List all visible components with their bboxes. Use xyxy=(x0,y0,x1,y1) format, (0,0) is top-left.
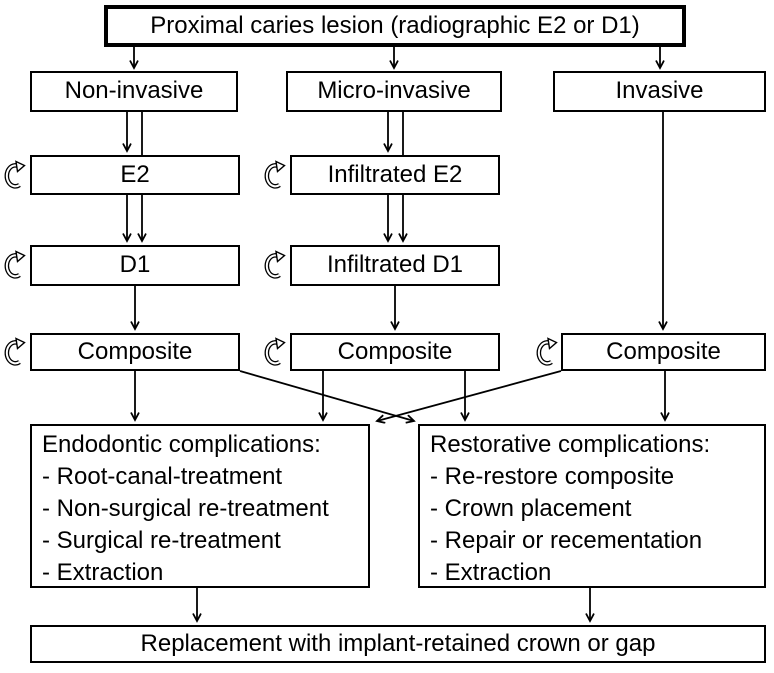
branch-micro-invasive: Micro-invasive xyxy=(286,71,502,112)
endodontic-item: - Root-canal-treatment xyxy=(42,463,283,490)
stage-infiltrated-d1: Infiltrated D1 xyxy=(290,245,500,286)
stage-infiltrated-e2: Infiltrated E2 xyxy=(290,155,500,195)
stage-e2-label: E2 xyxy=(120,160,150,188)
arrows-group xyxy=(127,47,665,621)
endodontic-complications-box: Endodontic complications: - Root-canal-t… xyxy=(30,424,370,588)
stage-infiltrated-d1-label: Infiltrated D1 xyxy=(326,251,464,279)
restorative-item: - Crown placement xyxy=(430,495,632,522)
repeat-icon xyxy=(267,162,285,187)
arrow-composite-right-to-endodontic-diagonal xyxy=(377,370,562,421)
endodontic-title: Endodontic complications: xyxy=(42,431,321,458)
repeat-icon xyxy=(267,339,285,364)
stage-d1: D1 xyxy=(30,245,240,286)
stage-composite-middle: Composite xyxy=(290,333,500,371)
stage-composite-right: Composite xyxy=(561,333,766,371)
stage-infiltrated-e2-label: Infiltrated E2 xyxy=(327,160,463,188)
outcome-node-label: Replacement with implant-retained crown … xyxy=(140,629,656,657)
endodontic-item: - Non-surgical re-treatment xyxy=(42,495,329,522)
repeat-icon xyxy=(539,339,557,364)
branch-micro-invasive-label: Micro-invasive xyxy=(317,77,471,105)
stage-composite-right-label: Composite xyxy=(606,337,721,365)
root-node: Proximal caries lesion (radiographic E2 … xyxy=(104,5,686,47)
branch-invasive: Invasive xyxy=(553,71,766,112)
branch-invasive-label: Invasive xyxy=(615,77,704,105)
restorative-item: - Repair or recementation xyxy=(430,527,703,554)
stage-composite-middle-label: Composite xyxy=(337,337,453,365)
arrow-composite-left-to-restorative-diagonal xyxy=(239,370,414,421)
repeat-icon xyxy=(267,252,285,277)
branch-non-invasive-label: Non-invasive xyxy=(64,77,204,105)
endodontic-item: - Surgical re-treatment xyxy=(42,527,281,554)
restorative-item: - Re-restore composite xyxy=(430,463,675,490)
repeat-icon xyxy=(7,339,25,364)
stage-composite-left: Composite xyxy=(30,333,240,371)
stage-e2: E2 xyxy=(30,155,240,195)
outcome-node: Replacement with implant-retained crown … xyxy=(30,625,766,663)
restorative-complications-box: Restorative complications: - Re-restore … xyxy=(418,424,766,588)
stage-d1-label: D1 xyxy=(119,251,151,279)
repeat-icon xyxy=(7,252,25,277)
root-node-label: Proximal caries lesion (radiographic E2 … xyxy=(150,11,640,39)
stage-composite-left-label: Composite xyxy=(77,337,193,365)
endodontic-item: - Extraction xyxy=(42,559,164,586)
restorative-item: - Extraction xyxy=(430,559,552,586)
restorative-title: Restorative complications: xyxy=(430,431,711,458)
repeat-icon xyxy=(7,162,25,187)
branch-non-invasive: Non-invasive xyxy=(30,71,238,112)
